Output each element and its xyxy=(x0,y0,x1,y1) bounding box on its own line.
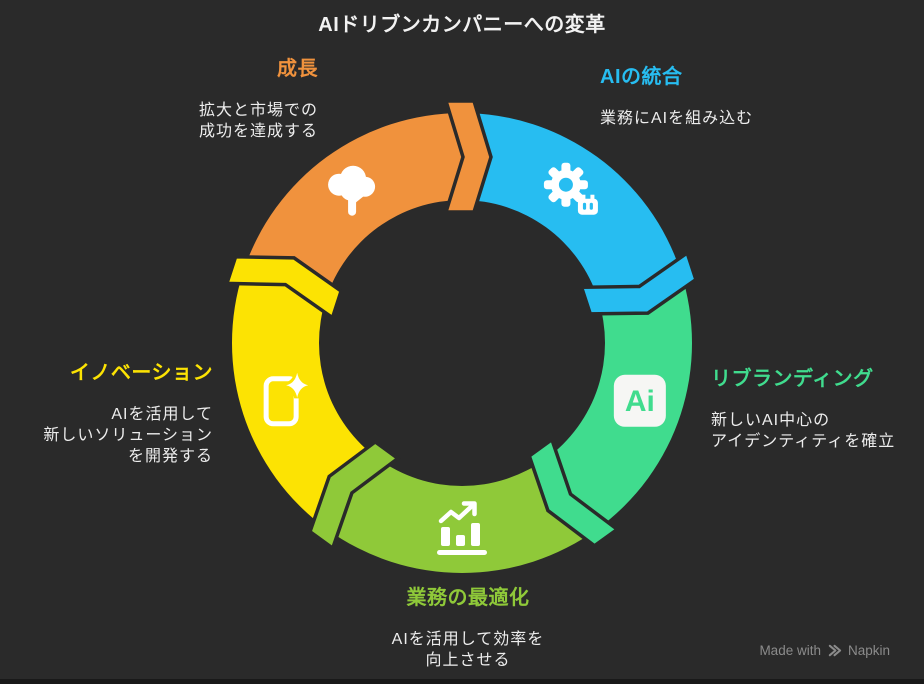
segment-arc-ai-integration xyxy=(462,113,681,299)
segment-description: 業務にAIを組み込む xyxy=(600,108,753,129)
flow-arrow-ai-integration xyxy=(579,250,698,316)
description-line: AIを活用して効率を xyxy=(391,631,545,648)
flow-arrow-rebranding xyxy=(527,436,621,548)
segment-title: 成長 xyxy=(277,58,318,80)
segment-label-rebranding: リブランディング 新しいAI中心のアイデンティティを確立 xyxy=(711,366,895,452)
napkin-logo-icon xyxy=(828,644,842,657)
description-line: 成功を達成する xyxy=(198,123,318,140)
segment-label-operations-optimization: 業務の最適化 AIを活用して効率を向上させる xyxy=(312,585,624,671)
segment-arc-innovation xyxy=(231,271,378,530)
made-with-napkin-badge[interactable]: Made with Napkin xyxy=(759,643,890,658)
flow-arrow-innovation xyxy=(224,255,344,321)
description-line: AIを活用して xyxy=(111,406,213,423)
segment-description: AIを活用して効率を向上させる xyxy=(312,629,624,671)
bottom-edge xyxy=(0,679,924,684)
description-line: 新しいAI中心の xyxy=(711,412,831,429)
segment-description: 拡大と市場での成功を達成する xyxy=(199,100,318,142)
segment-title: AIの統合 xyxy=(600,66,683,88)
description-line: 業務にAIを組み込む xyxy=(600,110,754,127)
segment-description: AIを活用して新しいソリューションを開発する xyxy=(43,404,213,467)
description-line: を開発する xyxy=(127,448,213,465)
segment-title: リブランディング xyxy=(711,368,874,390)
segment-title: イノベーション xyxy=(69,362,213,384)
description-line: 拡大と市場での xyxy=(198,102,318,119)
segment-description: 新しいAI中心のアイデンティティを確立 xyxy=(711,410,895,452)
made-with-text: Made with xyxy=(759,643,821,658)
ai-badge-icon xyxy=(613,374,666,427)
segment-label-innovation: イノベーション AIを活用して新しいソリューションを開発する xyxy=(43,360,213,467)
segment-label-ai-integration: AIの統合 業務にAIを組み込む xyxy=(600,64,753,129)
description-line: 向上させる xyxy=(425,652,511,669)
flow-arrow-growth xyxy=(443,99,493,214)
diagram-title: AIドリブンカンパニーへの変革 xyxy=(318,14,606,36)
description-line: アイデンティティを確立 xyxy=(711,433,896,450)
description-line: 新しいソリューション xyxy=(43,427,213,444)
napkin-brand-text: Napkin xyxy=(847,643,890,658)
flow-arrow-operations-optimization xyxy=(307,439,401,552)
segment-label-growth: 成長 拡大と市場での成功を達成する xyxy=(199,56,318,142)
segment-title: 業務の最適化 xyxy=(406,587,530,609)
